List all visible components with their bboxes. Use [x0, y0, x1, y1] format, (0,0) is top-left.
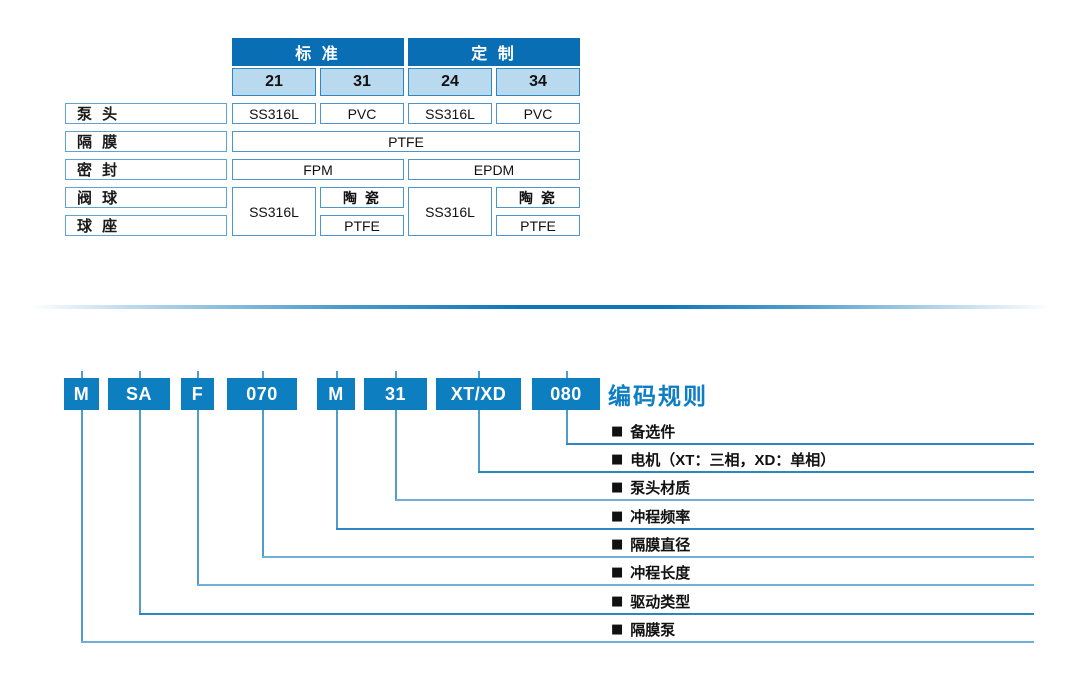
square-bullet-icon: ■: [611, 451, 624, 467]
connector-horizontal-pump-type: [81, 641, 1034, 643]
legend-stroke-frequency: ■ 冲程频率: [611, 506, 690, 526]
code-box-head-material: 31: [364, 378, 427, 410]
row-label-pump-head: 泵 头: [65, 103, 227, 124]
legend-drive-type: ■ 驱动类型: [611, 591, 690, 611]
square-bullet-icon: ■: [611, 593, 624, 609]
connector-horizontal-drive-type: [139, 613, 1034, 615]
legend-pump-type-label: 隔膜泵: [630, 621, 676, 639]
square-bullet-icon: ■: [611, 508, 624, 524]
legend-stroke-frequency-label: 冲程频率: [630, 508, 691, 526]
legend-pump-type: ■ 隔膜泵: [611, 619, 675, 639]
legend-head-material-label: 泵头材质: [630, 479, 691, 497]
cell-ball-seat-24-merged: SS316L: [408, 187, 492, 236]
connector-vertical-1: [81, 371, 83, 641]
cell-pump-head-34: PVC: [496, 103, 580, 124]
model-code-24: 24: [408, 68, 492, 96]
connector-vertical-2: [139, 371, 141, 613]
legend-motor: ■ 电机（XT：三相，XD：单相）: [611, 449, 835, 469]
cell-pump-head-31: PVC: [320, 103, 404, 124]
connector-horizontal-motor: [478, 471, 1034, 473]
legend-diaphragm-diameter: ■ 隔膜直径: [611, 534, 690, 554]
cell-valve-ball-31: 陶 瓷: [320, 187, 404, 208]
legend-head-material: ■ 泵头材质: [611, 477, 690, 497]
section-divider: [30, 305, 1050, 309]
cell-pump-head-21: SS316L: [232, 103, 316, 124]
cell-ball-seat-31: PTFE: [320, 215, 404, 236]
square-bullet-icon: ■: [611, 536, 624, 552]
row-label-valve-ball: 阀 球: [65, 187, 227, 208]
cell-valve-ball-34: 陶 瓷: [496, 187, 580, 208]
connector-horizontal-stroke-frequency: [336, 528, 1034, 530]
square-bullet-icon: ■: [611, 621, 624, 637]
square-bullet-icon: ■: [611, 479, 624, 495]
code-box-diaphragm-diameter: 070: [227, 378, 297, 410]
legend-stroke-length: ■ 冲程长度: [611, 562, 690, 582]
row-label-ball-seat: 球 座: [65, 215, 227, 236]
connector-horizontal-stroke-length: [197, 584, 1034, 586]
cell-diaphragm-all: PTFE: [232, 131, 580, 152]
connector-vertical-5: [336, 371, 338, 528]
code-box-stroke-frequency: M: [317, 378, 355, 410]
model-code-34: 34: [496, 68, 580, 96]
legend-diaphragm-diameter-label: 隔膜直径: [630, 536, 691, 554]
row-label-seal: 密 封: [65, 159, 227, 180]
legend-motor-label: 电机（XT：三相，XD：单相）: [630, 451, 836, 469]
legend-stroke-length-label: 冲程长度: [630, 564, 691, 582]
cell-seal-custom: EPDM: [408, 159, 580, 180]
model-code-21: 21: [232, 68, 316, 96]
cell-ball-seat-21-merged: SS316L: [232, 187, 316, 236]
connector-vertical-3: [197, 371, 199, 584]
legend-options: ■ 备选件: [611, 421, 675, 441]
connector-vertical-4: [262, 371, 264, 556]
code-box-options: 080: [532, 378, 600, 410]
model-code-31: 31: [320, 68, 404, 96]
code-box-pump-type: M: [64, 378, 99, 410]
connector-vertical-7: [478, 371, 480, 471]
cell-seal-standard: FPM: [232, 159, 404, 180]
code-box-drive-type: SA: [108, 378, 170, 410]
connector-vertical-6: [395, 371, 397, 499]
legend-options-label: 备选件: [630, 423, 676, 441]
cell-pump-head-24: SS316L: [408, 103, 492, 124]
connector-horizontal-options: [566, 443, 1034, 445]
row-label-diaphragm: 隔 膜: [65, 131, 227, 152]
square-bullet-icon: ■: [611, 564, 624, 580]
connector-horizontal-head-material: [395, 499, 1034, 501]
square-bullet-icon: ■: [611, 423, 624, 439]
table-header-standard: 标 准: [232, 38, 404, 66]
connector-horizontal-diaphragm-diameter: [262, 556, 1034, 558]
legend-drive-type-label: 驱动类型: [630, 593, 691, 611]
code-box-stroke-length: F: [181, 378, 214, 410]
code-box-motor: XT/XD: [436, 378, 521, 410]
cell-ball-seat-34: PTFE: [496, 215, 580, 236]
table-header-custom: 定 制: [408, 38, 580, 66]
coding-rule-title: 编码规则: [608, 383, 708, 409]
